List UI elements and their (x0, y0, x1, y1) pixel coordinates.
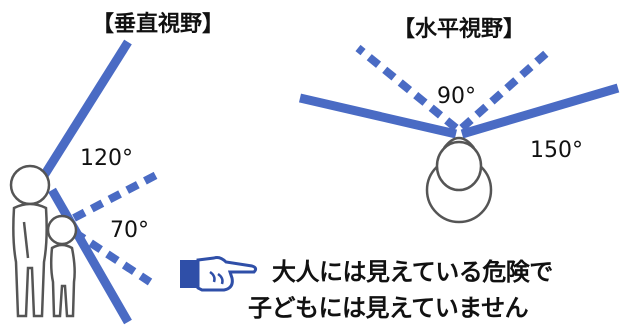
child-horizontal-angle-label: 90° (437, 84, 476, 109)
child-vertical-angle-label: 70° (110, 218, 149, 243)
horizontal-view-title: 【水平視野】 (393, 17, 526, 42)
child-vertical-upper-dash (72, 168, 164, 222)
horizontal-view-group (298, 44, 620, 224)
child-figure (46, 214, 78, 318)
adult-figure (9, 164, 51, 318)
vertical-view-title: 【垂直視野】 (92, 12, 225, 37)
adult-vertical-lower-line (48, 187, 132, 325)
child-horizontal-left-dash (355, 44, 459, 132)
child-vertical-lower-dash (71, 228, 153, 286)
adult-vertical-angle-label: 120° (80, 146, 133, 171)
adult-horizontal-right-line (460, 83, 620, 139)
pointing-hand-icon (180, 256, 258, 292)
top-view-heads (425, 136, 493, 224)
vertical-view-group (9, 39, 164, 325)
adult-horizontal-left-line (298, 93, 458, 139)
caption-line-2: 子どもには見えていません (248, 294, 529, 322)
adult-horizontal-angle-label: 150° (530, 138, 583, 163)
caption-line-1: 大人には見えている危険で (272, 258, 553, 286)
adult-vertical-upper-line (36, 39, 132, 185)
